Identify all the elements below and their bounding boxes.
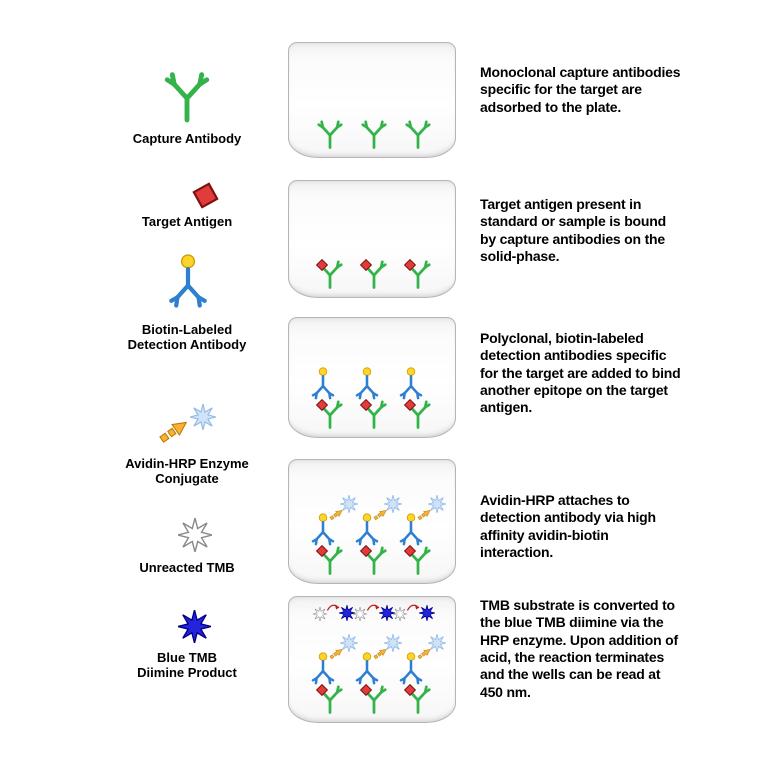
tmb-conversion-arrow-icon: [326, 602, 340, 612]
blue-tmb-diimine-product-icon: [178, 610, 211, 643]
detection-antibody-icon: [311, 367, 335, 401]
well-step-1: [288, 42, 456, 158]
unreacted-tmb-icon: [313, 607, 327, 621]
unreacted-tmb-icon: [178, 518, 212, 552]
well-step-3: [288, 317, 456, 438]
avidin-hrp-star-icon: [340, 634, 358, 652]
capture-antibody-icon: [317, 120, 343, 149]
antibody-complex: [395, 53, 451, 149]
hrp-arrow-icon: [372, 507, 389, 523]
tmb-reaction-group: [313, 602, 355, 626]
hrp-arrow-icon: [372, 646, 389, 662]
step-2-description: Target antigen present in standard or sa…: [480, 196, 666, 265]
target-antigen-icon: [316, 399, 328, 411]
antibody-complex: [351, 479, 407, 575]
antibody-complex: [395, 193, 451, 289]
step-3-description: Polyclonal, biotin-labeled detection ant…: [480, 330, 681, 416]
detection-antibody-icon: [399, 367, 423, 401]
antibody-complex: [307, 618, 363, 714]
avidin-star-icon: [190, 404, 216, 430]
antibody-complex: [307, 53, 363, 149]
detection-antibody-icon: [311, 513, 335, 547]
legend-label-capture-antibody: Capture Antibody: [132, 131, 242, 146]
detection-antibody-icon: [399, 652, 423, 686]
target-antigen-icon: [360, 399, 372, 411]
tmb-conversion-arrow-icon: [366, 602, 380, 612]
capture-antibody-icon: [164, 70, 210, 124]
step-4-description: Avidin-HRP attaches to detection antibod…: [480, 492, 656, 561]
detection-antibody-icon: [399, 513, 423, 547]
hrp-arrow-icon: [156, 414, 193, 447]
avidin-hrp-star-icon: [384, 634, 402, 652]
detection-antibody-icon: [355, 652, 379, 686]
antibody-complex: [395, 333, 451, 429]
target-antigen-icon: [360, 259, 372, 271]
detection-antibody-icon: [355, 513, 379, 547]
tmb-reaction-group: [353, 602, 395, 626]
tmb-reaction-group: [393, 602, 435, 626]
step-5-description: TMB substrate is converted to the blue T…: [480, 597, 678, 700]
hrp-arrow-icon: [416, 646, 433, 662]
avidin-hrp-star-icon: [428, 634, 446, 652]
well-step-2: [288, 180, 456, 298]
target-antigen-icon: [404, 545, 416, 557]
target-antigen-icon: [404, 399, 416, 411]
hrp-arrow-icon: [328, 507, 345, 523]
detection-antibody-icon: [355, 367, 379, 401]
antibody-complex: [307, 479, 363, 575]
antibody-complex: [395, 618, 451, 714]
hrp-arrow-icon: [328, 646, 345, 662]
target-antigen-icon: [404, 259, 416, 271]
capture-antibody-icon: [361, 120, 387, 149]
antibody-complex: [307, 193, 363, 289]
target-antigen-icon: [316, 545, 328, 557]
detection-antibody-icon: [311, 652, 335, 686]
avidin-hrp-star-icon: [340, 495, 358, 513]
avidin-hrp-star-icon: [428, 495, 446, 513]
target-antigen-icon: [316, 684, 328, 696]
antibody-complex: [351, 53, 407, 149]
antibody-complex: [307, 333, 363, 429]
target-antigen-icon: [316, 259, 328, 271]
antibody-complex: [395, 479, 451, 575]
target-antigen-icon: [360, 545, 372, 557]
blue-tmb-icon: [379, 605, 395, 621]
well-step-5: [288, 596, 456, 723]
avidin-hrp-enzyme-conjugate-icon: [158, 404, 218, 452]
legend-label-avidin-hrp: Avidin-HRP Enzyme Conjugate: [125, 456, 249, 487]
hrp-arrow-icon: [416, 507, 433, 523]
avidin-hrp-star-icon: [384, 495, 402, 513]
unreacted-tmb-icon: [353, 607, 367, 621]
legend-label-unreacted-tmb: Unreacted TMB: [139, 560, 235, 575]
antibody-complex: [351, 193, 407, 289]
step-1-description: Monoclonal capture antibodies specific f…: [480, 64, 681, 115]
target-antigen-icon: [360, 684, 372, 696]
antibody-complex: [351, 618, 407, 714]
blue-tmb-icon: [419, 605, 435, 621]
unreacted-tmb-icon: [393, 607, 407, 621]
biotin-detection-antibody-icon: [168, 252, 208, 312]
capture-antibody-icon: [405, 120, 431, 149]
tmb-conversion-arrow-icon: [406, 602, 420, 612]
legend-label-blue-tmb: Blue TMB Diimine Product: [137, 650, 237, 681]
antibody-complex: [351, 333, 407, 429]
legend-label-target-antigen: Target Antigen: [141, 214, 233, 229]
target-antigen-icon: [404, 684, 416, 696]
legend-label-biotin-detection-antibody: Biotin-Labeled Detection Antibody: [127, 322, 247, 353]
blue-tmb-icon: [339, 605, 355, 621]
well-step-4: [288, 459, 456, 584]
target-antigen-icon: [189, 179, 222, 212]
